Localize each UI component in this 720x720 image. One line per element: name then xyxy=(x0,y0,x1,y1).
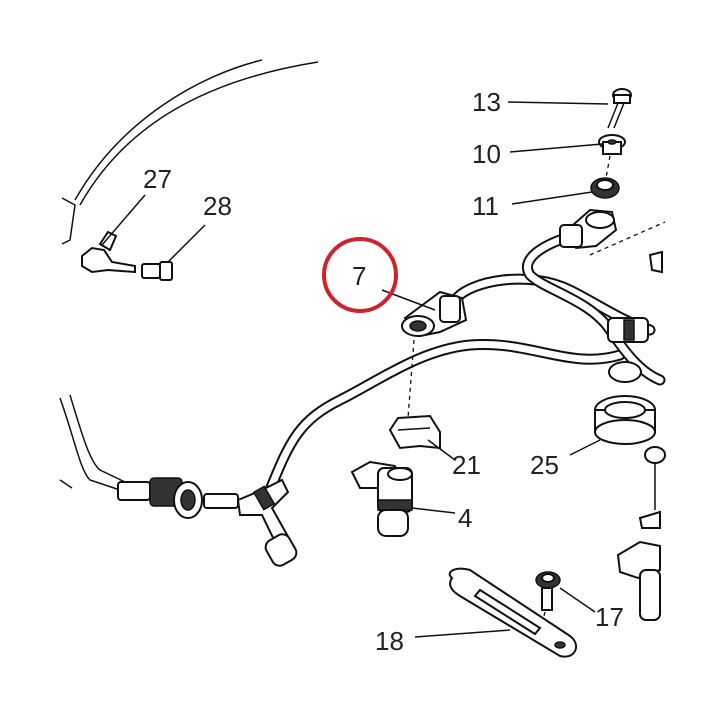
part-27-bracket[interactable] xyxy=(81,230,136,274)
assembly-dash-right xyxy=(589,221,666,256)
part-21-clip[interactable] xyxy=(388,414,441,450)
part-18-bracket[interactable] xyxy=(448,567,578,658)
callout-11: 11 xyxy=(472,191,499,221)
left-fuel-line xyxy=(59,394,126,491)
part-4-injector[interactable] xyxy=(350,460,413,537)
y-connector xyxy=(236,478,298,567)
callout-17: 17 xyxy=(595,602,624,632)
callout-28: 28 xyxy=(203,191,232,221)
callout-13: 13 xyxy=(472,87,501,117)
callout-10: 10 xyxy=(472,139,501,169)
part-7-fitting[interactable] xyxy=(401,290,468,338)
callout-25: 25 xyxy=(530,450,559,480)
part-28-bolt[interactable] xyxy=(141,261,173,281)
part-13-screw[interactable] xyxy=(607,88,632,129)
callout-7[interactable]: 7 xyxy=(352,261,366,291)
leader-lines xyxy=(101,101,609,638)
assembly-dash-7-21 xyxy=(407,339,415,419)
assembly-dash-10-11 xyxy=(605,155,611,179)
part-17-plug[interactable] xyxy=(535,571,561,611)
callout-18: 18 xyxy=(375,626,404,656)
part-10-washer[interactable] xyxy=(598,134,626,155)
callout-27: 27 xyxy=(143,164,172,194)
fuel-tank-outline xyxy=(61,59,319,245)
part-25-ring-nut[interactable] xyxy=(594,361,656,445)
callout-21: 21 xyxy=(452,450,481,480)
highlight-circle xyxy=(322,237,398,313)
quick-connector-left xyxy=(117,477,239,519)
part-11-grommet[interactable] xyxy=(590,177,620,199)
upper-fitting-right xyxy=(559,208,618,250)
right-tee-fitting xyxy=(607,250,663,343)
right-injector xyxy=(616,446,666,621)
callout-4: 4 xyxy=(458,503,472,533)
